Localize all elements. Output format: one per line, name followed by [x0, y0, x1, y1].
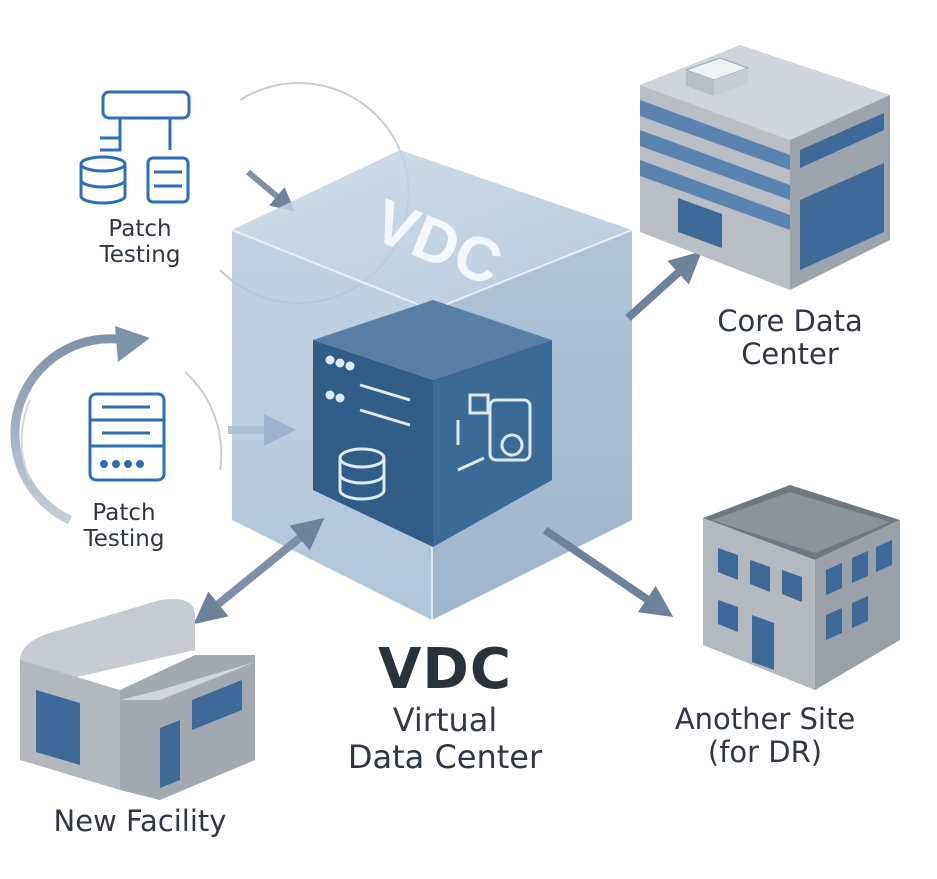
arrow-cube-to-core	[625, 251, 702, 321]
another-site-label: Another Site (for DR)	[650, 702, 880, 770]
patch-mid-line1: Patch	[92, 500, 156, 526]
core-data-center-building	[640, 45, 890, 290]
patch-top-line2: Testing	[99, 242, 181, 269]
patch-testing-mid-node	[10, 326, 223, 525]
inner-server-left-icons	[325, 355, 411, 501]
patch-testing-mid-label: Patch Testing	[64, 500, 184, 553]
cycle-arrowhead	[115, 326, 150, 362]
patch-top-line1: Patch	[108, 216, 172, 242]
server-rack-icon	[88, 392, 166, 482]
database-flow-icon	[79, 90, 191, 205]
vdc-subtitle-line1: Virtual	[392, 701, 498, 740]
arrow-cube-to-another-site	[542, 526, 674, 617]
core-line2: Center	[741, 337, 839, 372]
patch-mid-line2: Testing	[83, 526, 165, 553]
vdc-cube: VDC	[231, 150, 633, 620]
patch-mid-circle-right	[184, 371, 223, 471]
patch-testing-top-label: Patch Testing	[80, 216, 200, 269]
patch-mid-circle	[20, 399, 31, 481]
another-line1: Another Site	[674, 702, 856, 736]
vdc-title: VDC	[378, 637, 512, 702]
arrow-patch-top-to-cube	[246, 169, 296, 212]
another-site-building	[703, 485, 900, 690]
inner-server-right-icons	[456, 393, 532, 472]
vdc-caption: VDC Virtual Data Center	[330, 637, 560, 777]
inner-server-block	[313, 300, 552, 547]
another-line2: (for DR)	[707, 735, 823, 770]
arrow-cube-new-facility	[193, 517, 325, 625]
new-facility-building	[20, 599, 255, 800]
core-data-center-label: Core Data Center	[700, 304, 880, 372]
new-facility-label: New Facility	[53, 804, 227, 838]
vdc-subtitle-line2: Data Center	[347, 738, 543, 777]
cycle-arc-up	[10, 334, 126, 525]
core-line1: Core Data	[717, 304, 863, 338]
